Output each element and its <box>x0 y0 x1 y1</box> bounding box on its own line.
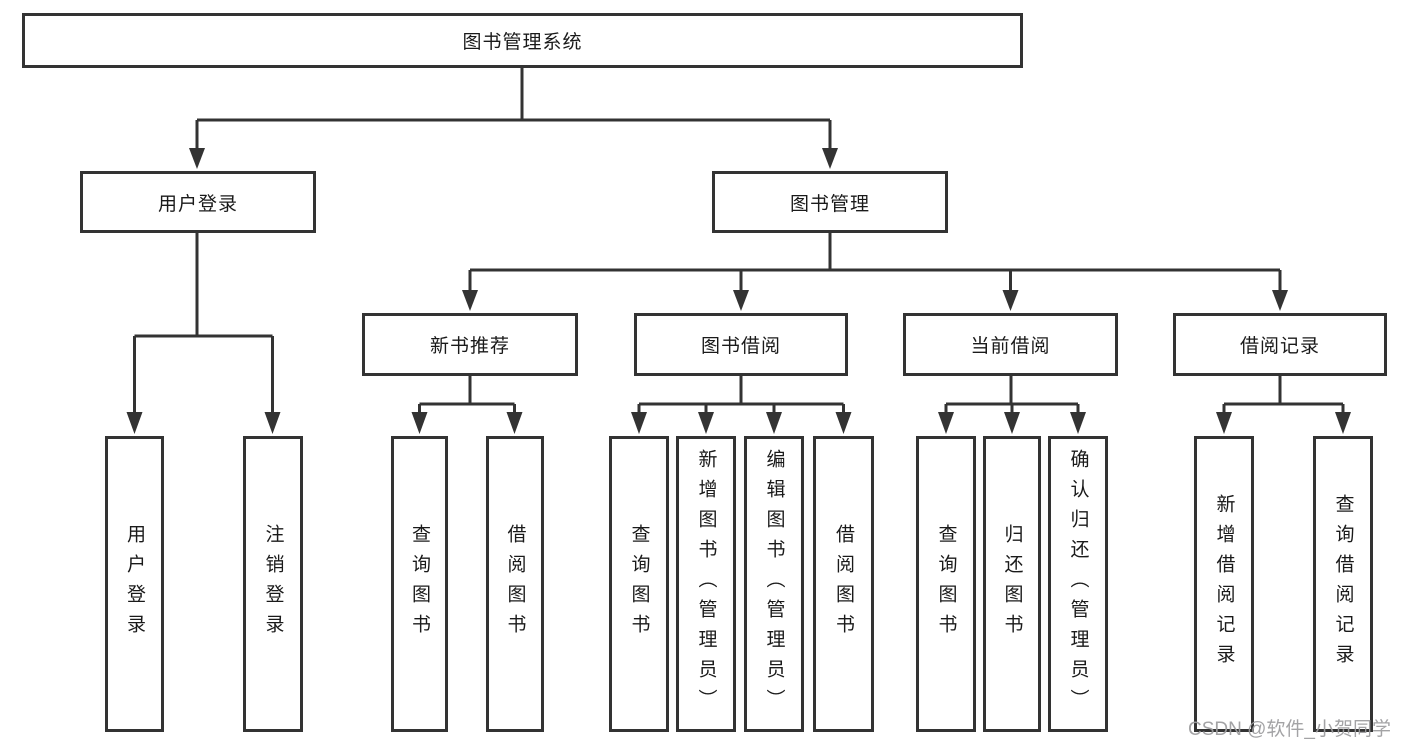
node-book-management: 图书管理 <box>712 171 948 233</box>
leaf-query-books-borrowing: 查询图书 <box>609 436 669 732</box>
node-current-borrowing: 当前借阅 <box>903 313 1118 376</box>
leaf-add-borrow-record: 新增借阅记录 <box>1194 436 1254 732</box>
leaf-edit-books-admin: 编辑图书（管理员） <box>744 436 804 732</box>
leaf-query-books-recommend: 查询图书 <box>391 436 448 732</box>
node-user-login: 用户登录 <box>80 171 316 233</box>
node-borrowing-records: 借阅记录 <box>1173 313 1387 376</box>
node-library-system: 图书管理系统 <box>22 13 1023 68</box>
watermark: CSDN @软件_小贺同学 <box>1188 719 1391 740</box>
leaf-return-books: 归还图书 <box>983 436 1041 732</box>
leaf-confirm-return-admin: 确认归还（管理员） <box>1048 436 1108 732</box>
leaf-logout: 注销登录 <box>243 436 303 732</box>
leaf-borrow-books-borrowing: 借阅图书 <box>813 436 874 732</box>
node-new-book-recommend: 新书推荐 <box>362 313 578 376</box>
leaf-user-login: 用户登录 <box>105 436 164 732</box>
leaf-add-books-admin: 新增图书（管理员） <box>676 436 736 732</box>
node-book-borrowing: 图书借阅 <box>634 313 848 376</box>
leaf-borrow-books-recommend: 借阅图书 <box>486 436 544 732</box>
leaf-query-borrow-record: 查询借阅记录 <box>1313 436 1373 732</box>
leaf-query-books-current: 查询图书 <box>916 436 976 732</box>
